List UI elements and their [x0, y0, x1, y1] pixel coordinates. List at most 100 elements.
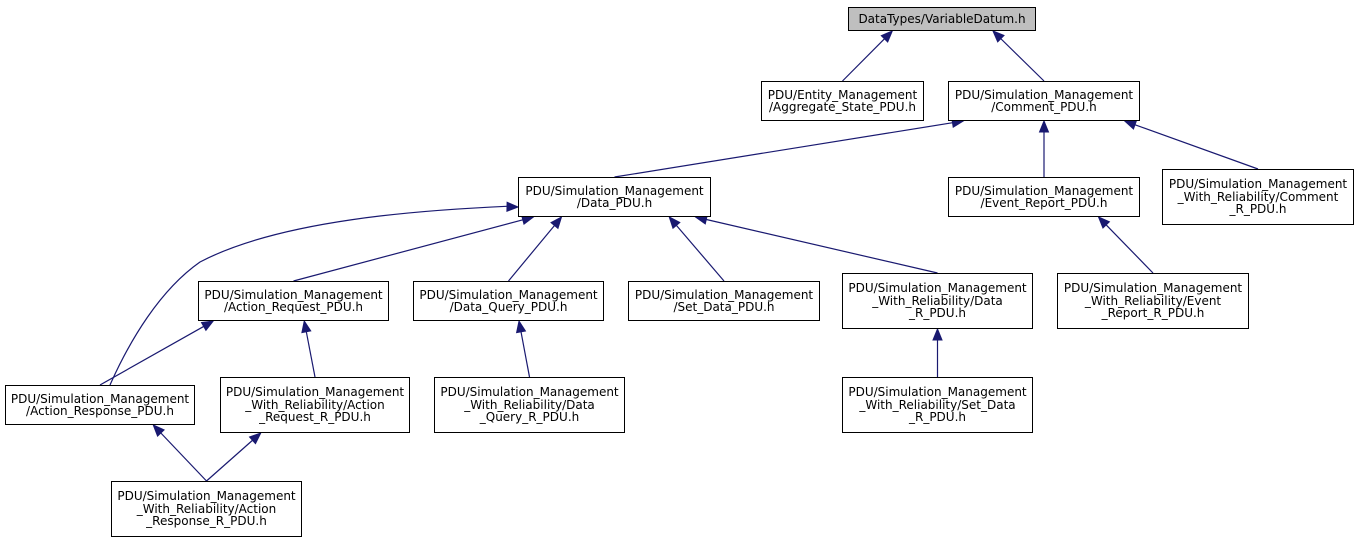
node-data-pdu[interactable]: PDU/Simulation_Management/Data_PDU.h — [518, 177, 711, 217]
node-label-line: _With_Reliability/Data — [464, 397, 595, 412]
node-label-line: /Data_PDU.h — [576, 196, 653, 210]
node-label-line: PDU/Simulation_Management — [225, 385, 405, 400]
node-label-line: /Comment_PDU.h — [991, 100, 1097, 114]
node-label-line: PDU/Simulation_Management — [954, 87, 1134, 102]
node-action-response-r-pdu[interactable]: PDU/Simulation_Management_With_Reliabili… — [111, 481, 302, 537]
node-label-line: PDU/Simulation_Management — [954, 183, 1134, 198]
node-label-line: _With_Reliability/Data — [872, 293, 1003, 308]
node-label-line: PDU/Simulation_Management — [848, 385, 1027, 400]
edge-n6-to-n3 — [293, 214, 535, 282]
node-label-line: _Report_R_PDU.h — [1101, 306, 1205, 321]
node-label-line: _Query_R_PDU.h — [479, 410, 580, 425]
edge-arrowhead — [1097, 216, 1111, 229]
node-label: PDU/Simulation_Management/Data_Query_PDU… — [419, 287, 598, 314]
edge-n10-to-n4 — [1097, 216, 1154, 274]
node-label: PDU/Simulation_Management_With_Reliabili… — [440, 386, 618, 424]
edge-arrowhead — [152, 424, 165, 437]
node-aggregate-state-pdu[interactable]: PDU/Entity_Management/Aggregate_State_PD… — [761, 81, 924, 121]
node-set-data-r-pdu[interactable]: PDU/Simulation_Management_With_Reliabili… — [842, 377, 1033, 433]
node-label-line: _With_Reliability/Set_Data — [859, 397, 1016, 412]
edge-line — [675, 224, 725, 282]
edge-line — [293, 218, 524, 282]
node-comment-pdu[interactable]: PDU/Simulation_Management/Comment_PDU.h — [948, 81, 1140, 121]
edge-arrowhead — [1123, 119, 1138, 130]
node-label: PDU/Entity_Management/Aggregate_State_PD… — [767, 87, 918, 114]
node-action-request-pdu[interactable]: PDU/Simulation_Management/Action_Request… — [198, 281, 389, 321]
node-label-line: PDU/Simulation_Management — [1168, 177, 1348, 192]
node-label-line: _With_Reliability/Comment — [1177, 189, 1339, 204]
node-label-line: PDU/Simulation_Management — [419, 287, 598, 302]
node-label: PDU/Simulation_Management_With_Reliabili… — [1064, 282, 1242, 320]
node-data-r-pdu[interactable]: PDU/Simulation_Management_With_Reliabili… — [842, 273, 1033, 329]
node-label: PDU/Simulation_Management/Action_Request… — [204, 288, 382, 314]
node-label-line: PDU/Simulation_Management — [440, 385, 619, 400]
node-label: PDU/Simulation_Management/Comment_PDU.h — [954, 87, 1134, 114]
edge-n14-to-n9 — [932, 327, 943, 377]
edge-line — [508, 224, 556, 282]
edge-line — [206, 439, 254, 482]
node-label: PDU/Simulation_Management/Event_Report_P… — [954, 183, 1134, 210]
node-label-line: PDU/Simulation_Management — [10, 391, 190, 406]
node-label-line: /Event_Report_PDU.h — [980, 196, 1108, 210]
node-action-request-r-pdu[interactable]: PDU/Simulation_Management_With_Reliabili… — [220, 377, 410, 433]
edge-arrowhead — [506, 201, 520, 212]
edge-arrowhead — [932, 327, 943, 341]
node-label: PDU/Simulation_Management_With_Reliabili… — [1169, 178, 1347, 216]
node-label-line: /Aggregate_State_PDU.h — [768, 100, 917, 114]
node-label-line: _R_PDU.h — [908, 306, 967, 321]
node-label-line: _Response_R_PDU.h — [146, 514, 267, 529]
edge-n11-to-n6 — [99, 320, 215, 386]
node-label-line: DataTypes/VariableDatum.h — [858, 11, 1026, 26]
edge-arrowhead — [880, 30, 894, 43]
edge-arrowhead — [301, 319, 312, 334]
node-label-line: _With_Reliability/Event — [1084, 293, 1222, 308]
node-event-report-pdu[interactable]: PDU/Simulation_Management/Event_Report_P… — [948, 177, 1140, 217]
node-data-query-r-pdu[interactable]: PDU/Simulation_Management_With_Reliabili… — [434, 377, 625, 433]
edge-line — [999, 37, 1045, 82]
edge-n5-to-n2 — [1123, 119, 1259, 170]
edge-n7-to-n3 — [508, 215, 563, 282]
node-label-line: /Set_Data_PDU.h — [673, 300, 775, 314]
node-label: PDU/Simulation_Management_With_Reliabili… — [226, 386, 404, 424]
node-label: DataTypes/VariableDatum.h — [858, 13, 1025, 26]
edge-line — [305, 330, 316, 378]
edge-line — [614, 121, 954, 178]
edge-arrowhead — [248, 432, 262, 445]
edge-arrowhead — [992, 30, 1005, 43]
edge-arrowhead — [515, 319, 527, 334]
edge-n2-to-n0 — [992, 30, 1045, 82]
node-label-line: _Request_R_PDU.h — [259, 410, 371, 425]
edge-n12-to-n6 — [301, 319, 316, 378]
node-comment-r-pdu[interactable]: PDU/Simulation_Management_With_Reliabili… — [1162, 169, 1354, 225]
edge-n8-to-n3 — [668, 215, 725, 282]
edge-n4-to-n2 — [1038, 119, 1050, 177]
edge-line — [842, 37, 886, 82]
edge-arrowhead — [550, 215, 563, 230]
node-label: PDU/Simulation_Management_With_Reliabili… — [848, 386, 1026, 424]
edge-line — [520, 330, 531, 378]
node-label-line: PDU/Simulation_Management — [525, 183, 704, 198]
node-event-report-r-pdu[interactable]: PDU/Simulation_Management_With_Reliabili… — [1057, 273, 1249, 329]
edge-n13-to-n7 — [515, 319, 531, 378]
node-label: PDU/Simulation_Management/Action_Respons… — [10, 391, 190, 418]
edge-n3-to-n2 — [614, 117, 965, 178]
node-set-data-pdu[interactable]: PDU/Simulation_Management/Set_Data_PDU.h — [628, 281, 820, 321]
node-label-line: _With_Reliability/Action — [136, 501, 277, 516]
edge-arrowhead — [200, 320, 215, 332]
node-data-query-pdu[interactable]: PDU/Simulation_Management/Data_Query_PDU… — [413, 281, 604, 321]
edge-line — [99, 325, 205, 386]
node-label-line: _With_Reliability/Action — [245, 397, 385, 412]
node-action-response-pdu[interactable]: PDU/Simulation_Management/Action_Respons… — [5, 385, 195, 425]
edge-line — [159, 431, 207, 482]
node-label-line: PDU/Simulation_Management — [848, 281, 1027, 296]
node-label-line: PDU/Entity_Management — [767, 87, 918, 102]
edge-n15-to-n11 — [152, 424, 207, 482]
node-label-line: PDU/Simulation_Management — [117, 489, 296, 504]
node-label: PDU/Simulation_Management/Set_Data_PDU.h — [634, 287, 814, 314]
edge-line — [1133, 123, 1259, 170]
node-label-line: /Action_Response_PDU.h — [26, 404, 174, 418]
node-label-line: PDU/Simulation_Management — [634, 287, 814, 302]
node-label-line: /Data_Query_PDU.h — [449, 300, 568, 314]
edge-line — [705, 218, 938, 274]
